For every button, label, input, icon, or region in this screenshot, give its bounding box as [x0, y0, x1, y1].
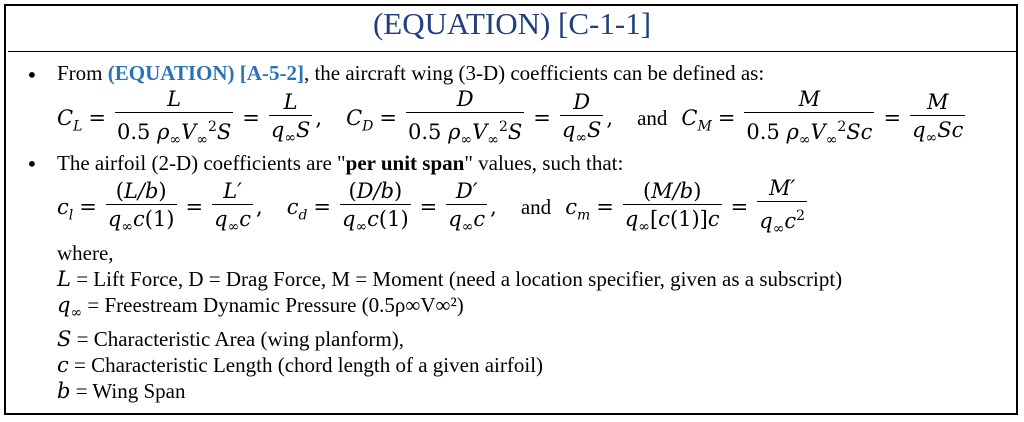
equation-box [4, 4, 1018, 415]
definition-force-text: = Lift Force, D = Drag Force, M = Moment… [70, 267, 843, 291]
definition-span: b = Wing Span [57, 379, 186, 404]
and-connector: and [637, 106, 668, 131]
bullet-1-text: From (EQUATION) [A-5-2], the aircraft wi… [57, 61, 764, 85]
bullet-2-text: The airfoil (2-D) coefficients are "per … [57, 151, 623, 175]
title-rule [8, 51, 1016, 52]
definition-force: L = Lift Force, D = Drag Force, M = Mome… [57, 267, 843, 291]
definition-span-text: = Wing Span [70, 379, 186, 404]
bullet-marker: • [26, 152, 38, 176]
definition-area-text: = Characteristic Area (wing planform), [71, 327, 404, 352]
and-connector: and [520, 195, 552, 220]
where-label: where, [57, 241, 114, 265]
definition-length: c = Characteristic Length (chord length … [57, 353, 544, 378]
bullet-marker: • [26, 63, 38, 87]
definition-area: S = Characteristic Area (wing planform), [57, 327, 404, 352]
bullet-1-suffix: , the aircraft wing (3-D) coefficients c… [303, 61, 765, 85]
bullet-2-suffix: " values, such that: [464, 151, 624, 175]
per-unit-span-emphasis: per unit span [345, 151, 465, 175]
airfoil-coefficient-equations: cl=(L/b)q∞c(1)=L′q∞c,cd=(D/b)q∞c(1)=D′q∞… [57, 176, 810, 241]
definition-length-text: = Characteristic Length (chord length of… [68, 353, 544, 378]
definition-dynamic-pressure: q∞ = Freestream Dynamic Pressure (0.5ρ∞V… [57, 293, 464, 322]
bullet-2-prefix: The airfoil (2-D) coefficients are " [57, 151, 346, 175]
equation-title: (EQUATION) [C-1-1] [372, 6, 652, 41]
definitions-block: where, L = Lift Force, D = Drag Force, M… [57, 240, 842, 404]
equation-reference-link[interactable]: (EQUATION) [A-5-2] [107, 61, 304, 85]
definition-dynamic-pressure-text: = Freestream Dynamic Pressure (0.5ρ∞V∞²) [82, 293, 464, 317]
bullet-1-prefix: From [57, 61, 108, 85]
